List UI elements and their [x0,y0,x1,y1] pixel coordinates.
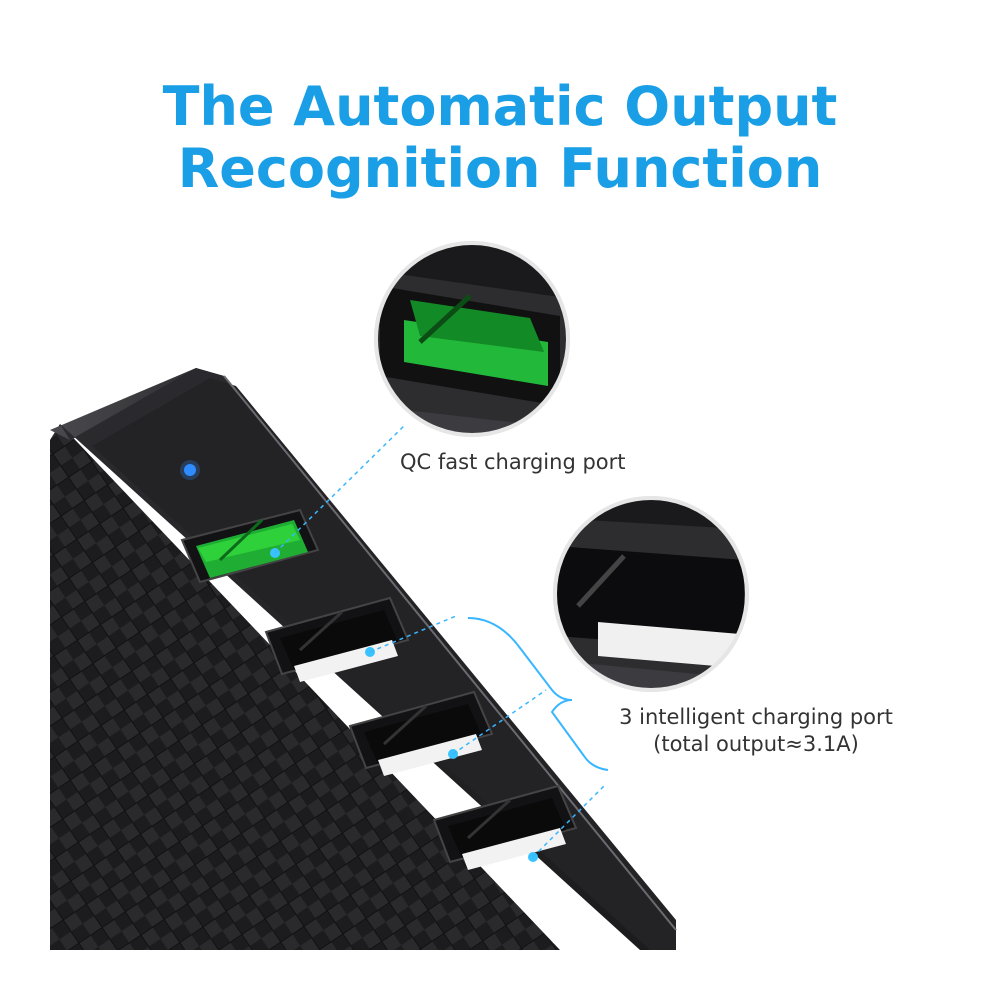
smart-ports-label: 3 intelligent charging port (total outpu… [596,704,916,758]
page-title: The Automatic Output Recognition Functio… [0,76,1000,200]
charger-side-panel [50,424,560,950]
title-line-1: The Automatic Output [162,75,838,138]
smart-port-icon [264,596,410,682]
qc-port-label: QC fast charging port [400,450,626,474]
led-icon [184,464,196,476]
bracket-icon [467,617,609,771]
title-line-2: Recognition Function [177,137,823,200]
smart-ports-label-line-2: (total output≈3.1A) [653,732,859,756]
smart-port-icon [348,690,494,776]
qc-port-zoom-icon [374,241,570,437]
smart-ports-label-line-1: 3 intelligent charging port [619,705,893,729]
qc-port-icon [180,508,320,584]
smart-port-zoom-icon [553,496,749,692]
